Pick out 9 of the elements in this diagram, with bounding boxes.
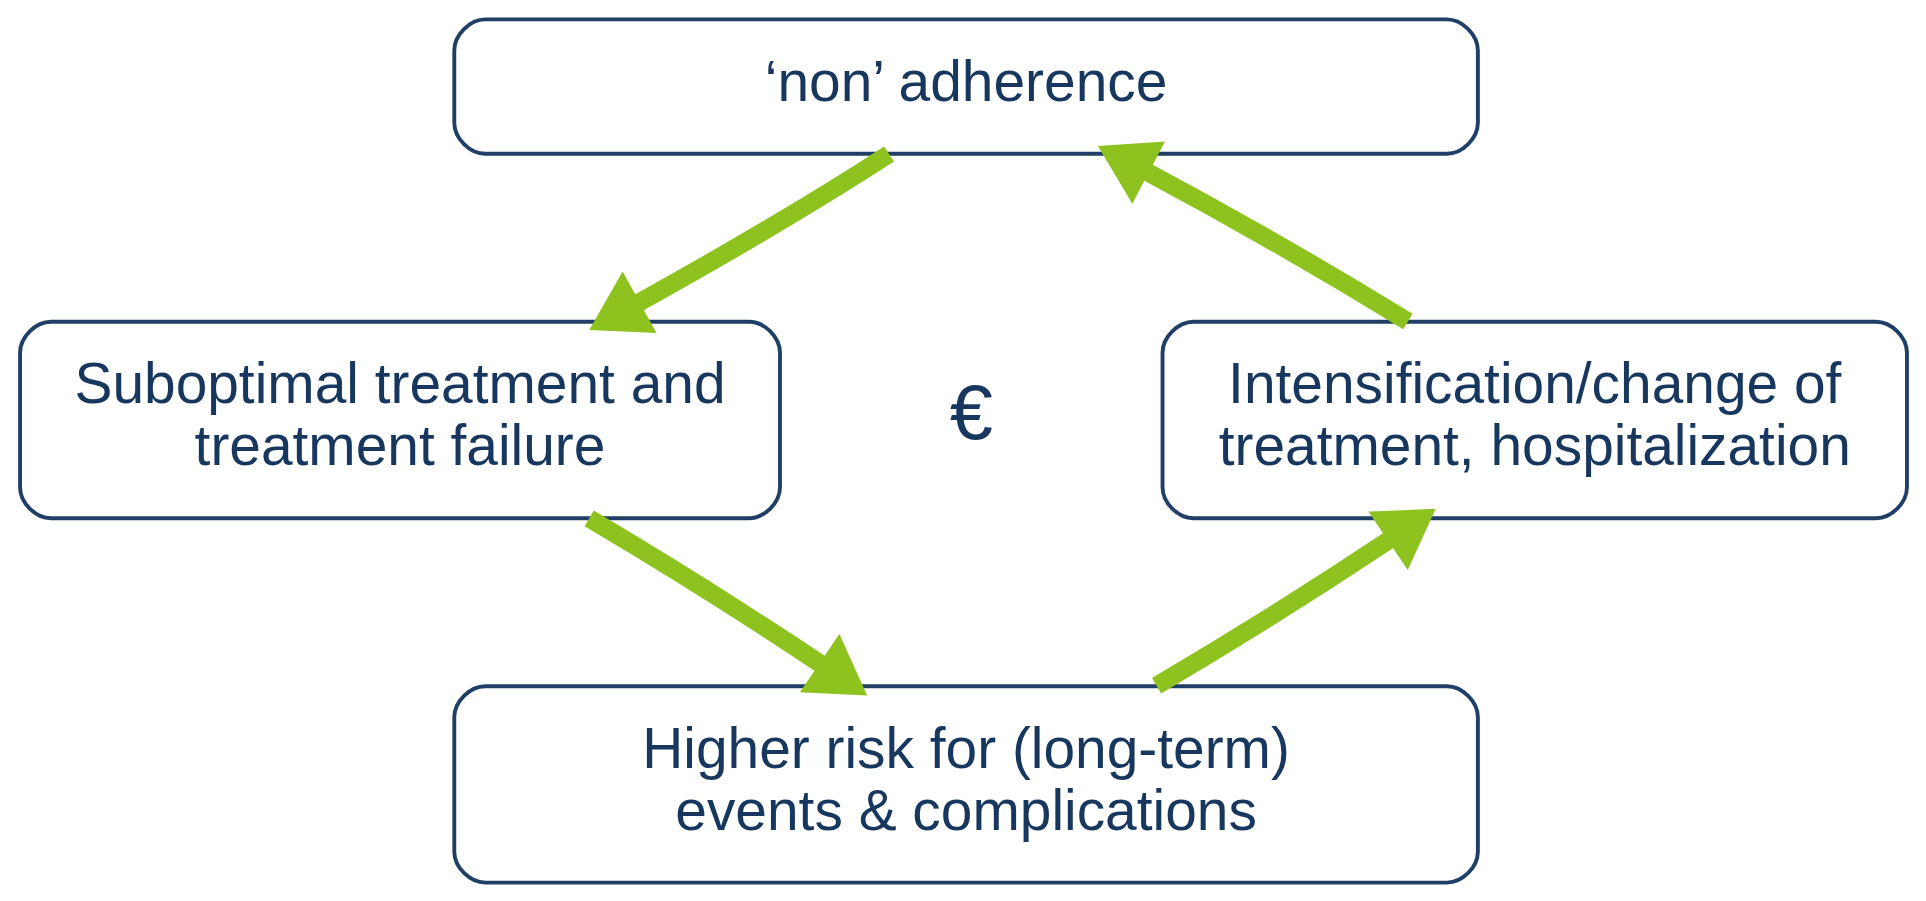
node-box: Intensification/change of treatment, hospitalization — [1160, 319, 1909, 520]
node-box: ‘non’ adherence — [451, 16, 1480, 156]
arrow — [588, 145, 894, 333]
node-box: Suboptimal treatment and treatment failure — [17, 319, 782, 520]
arrow — [1097, 141, 1413, 329]
node-box: Higher risk for (long-term) events & complications — [451, 683, 1480, 885]
arrow — [1151, 508, 1436, 693]
arrow — [584, 510, 867, 695]
node-label: € — [949, 368, 993, 455]
